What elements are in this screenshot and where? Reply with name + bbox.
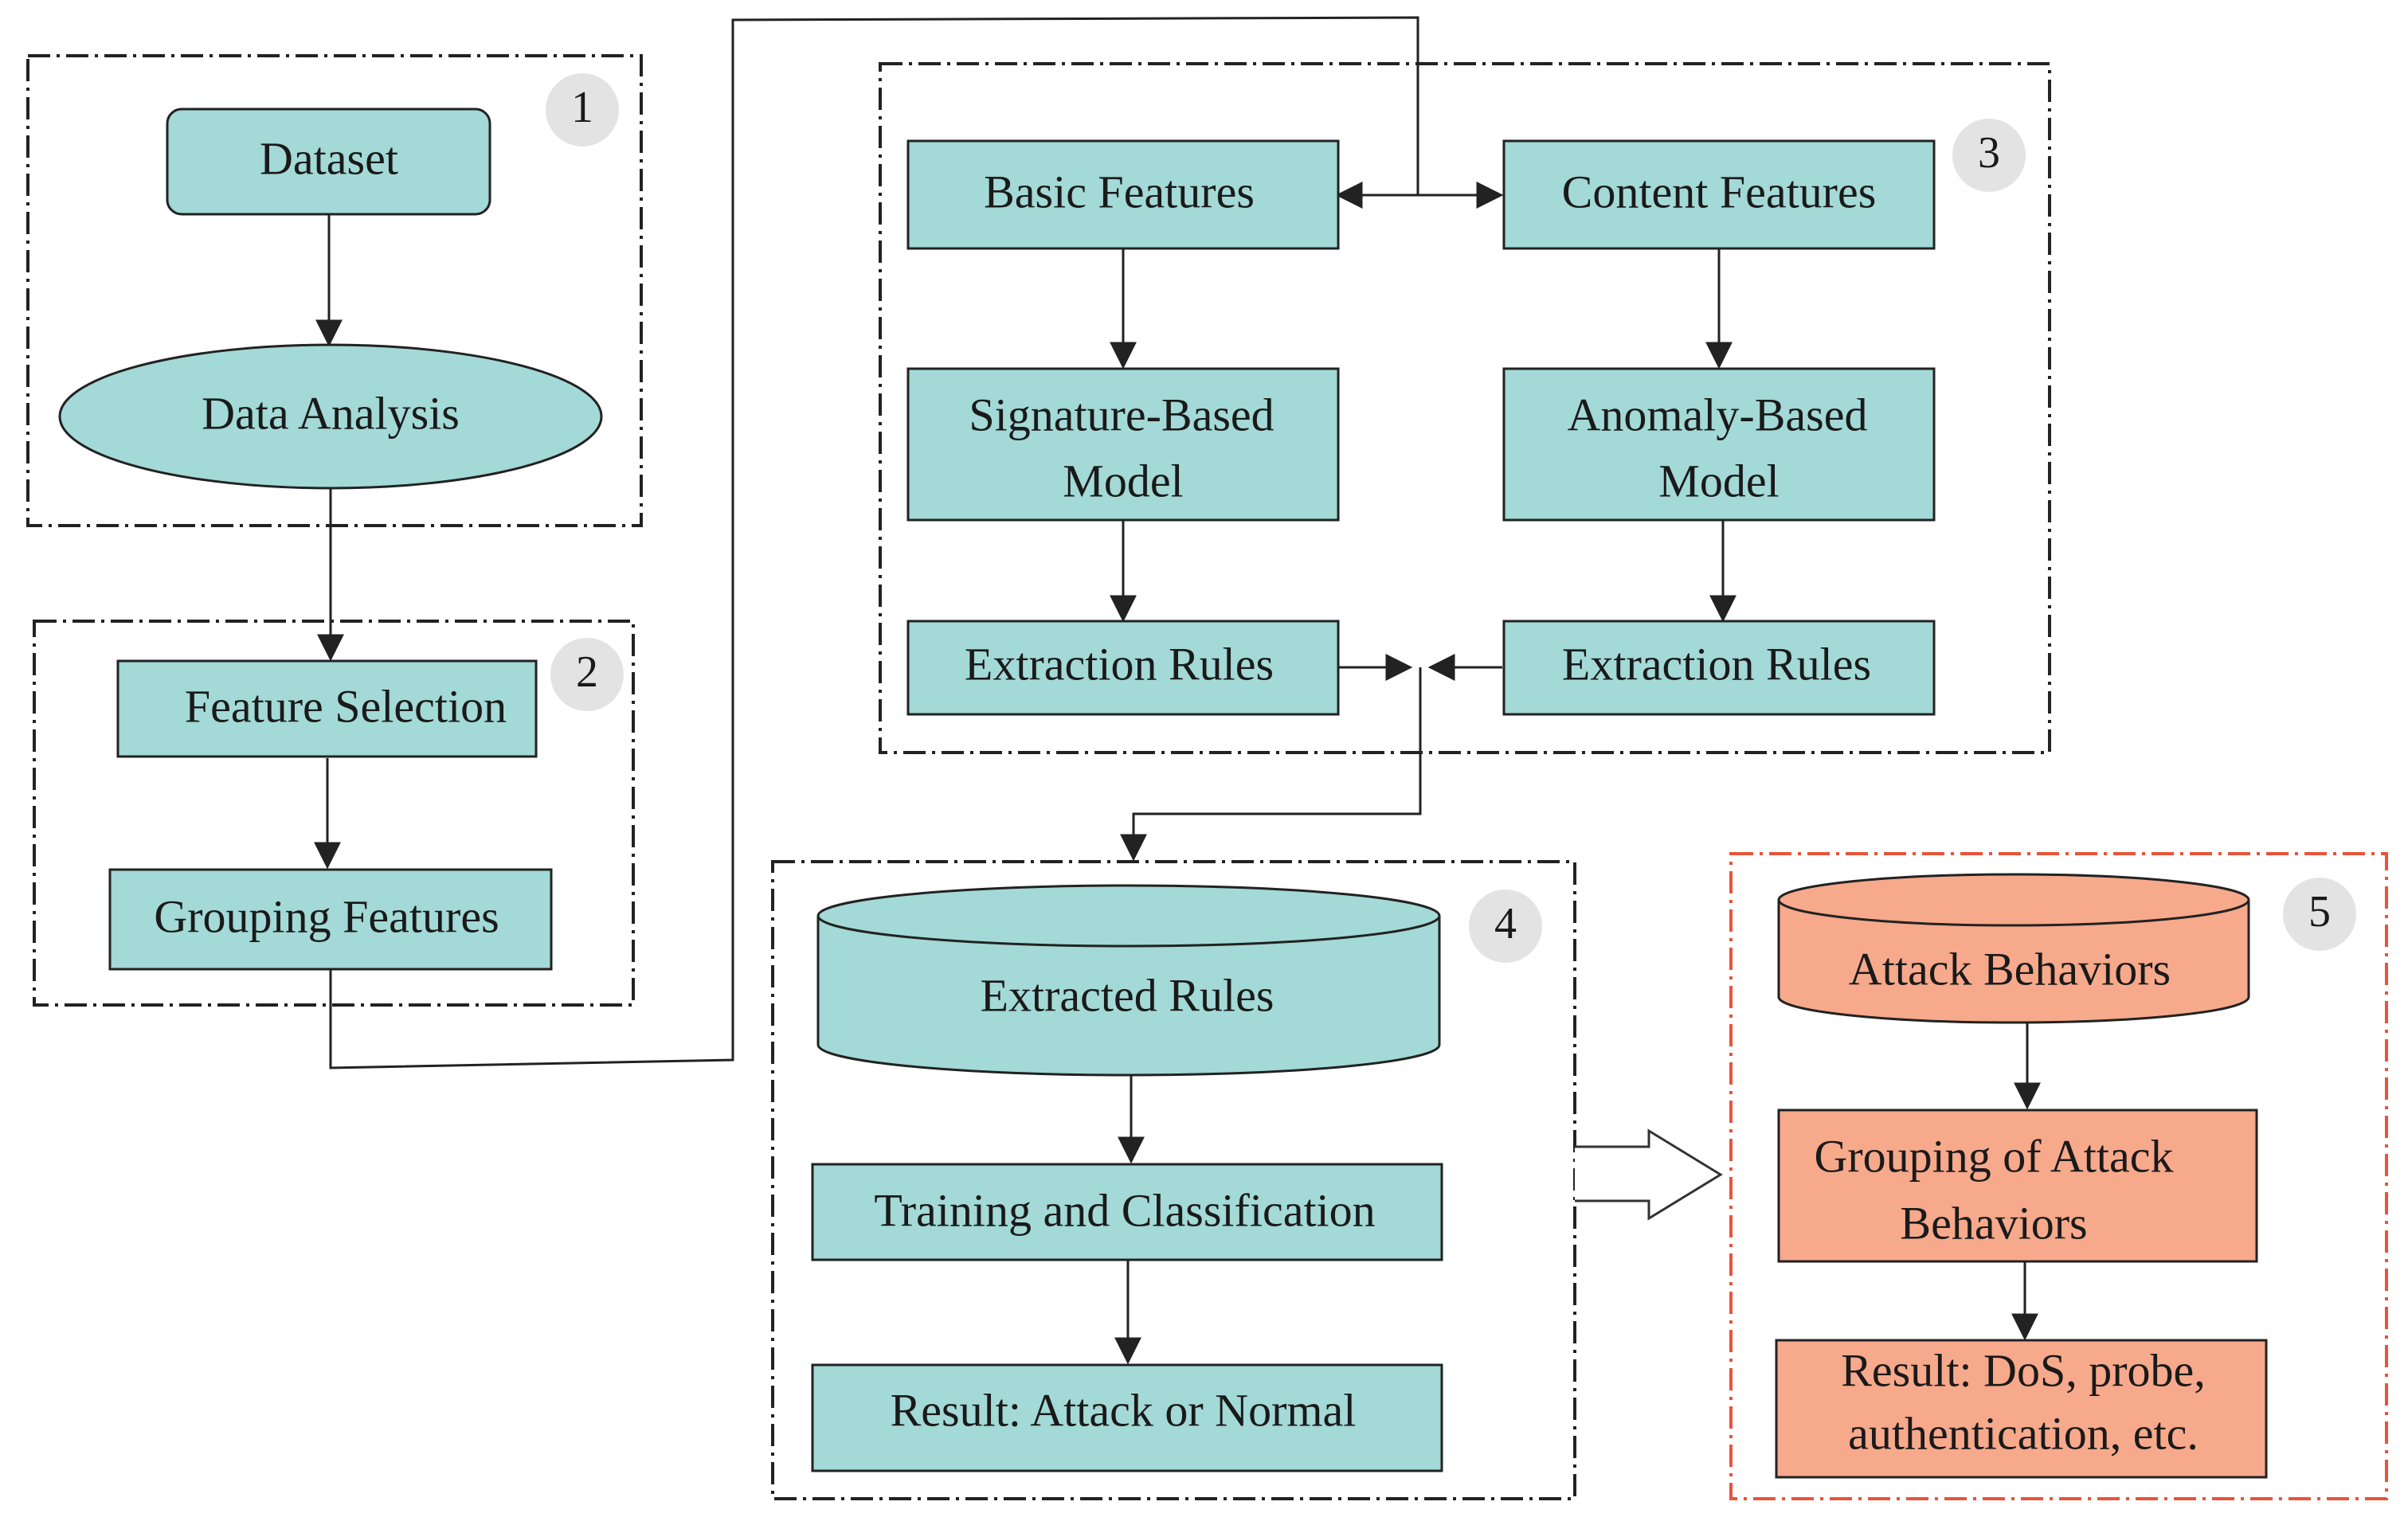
node-content-features-label: Content Features [1562,166,1877,217]
section-5-frame [1729,852,2388,1500]
node-anomaly-model-line2: Model [1658,455,1779,506]
node-signature-model-line2: Model [1063,455,1183,506]
section-1-badge: 1 [546,73,619,147]
section-3-frame [879,62,2051,754]
node-grouping-features: Grouping Features [108,868,553,971]
node-result-types-line1: Result: DoS, probe, [1841,1344,2206,1396]
node-result-dos-probe: Result: DoS, probe, authentication, etc. [1775,1339,2268,1479]
connector-merge-to-extracted-rules [1120,667,1422,862]
node-extracted-rules-db: Extracted Rules [816,884,1441,1077]
node-attack-behaviors-label: Attack Behaviors [1849,943,2171,995]
node-grouping-features-label: Grouping Features [154,890,499,942]
node-extraction-rules-left-label: Extraction Rules [965,638,1274,690]
section-2-frame [33,620,635,1007]
hollow-arrow-section-4-to-5 [1575,1128,1723,1221]
node-grouping-attack-line1: Grouping of Attack [1814,1130,2173,1182]
section-1-frame [26,54,643,527]
node-result-attack-normal-label: Result: Attack or Normal [891,1384,1357,1436]
section-2-number: 2 [576,647,598,697]
node-extraction-rules-right: Extraction Rules [1502,620,1936,716]
node-content-features: Content Features [1502,139,1936,250]
section-3-badge: 3 [1952,119,2026,192]
node-attack-behaviors-db: Attack Behaviors [1777,873,2250,1024]
node-extracted-rules-label: Extracted Rules [981,969,1274,1021]
node-signature-model-line1: Signature-Based [969,389,1274,440]
node-data-analysis-label: Data Analysis [202,387,460,439]
section-4-number: 4 [1494,899,1517,948]
node-signature-based-model: Signature-Based Model [906,367,1340,522]
node-training-classification-label: Training and Classification [874,1184,1375,1236]
node-grouping-attack-behaviors: Grouping of Attack Behaviors [1777,1109,2258,1263]
node-data-analysis: Data Analysis [58,343,603,490]
node-grouping-attack-line2: Behaviors [1900,1197,2087,1249]
node-basic-features: Basic Features [906,139,1340,250]
node-dataset-label: Dataset [260,132,398,184]
node-extraction-rules-right-label: Extraction Rules [1562,638,1871,690]
node-feature-selection: Feature Selection [116,659,538,758]
node-anomaly-model-line1: Anomaly-Based [1568,389,1868,440]
node-basic-features-label: Basic Features [984,166,1255,217]
connector-grouping-to-section-3 [329,16,1419,1069]
section-4-badge: 4 [1469,890,1542,963]
node-result-types-line2: authentication, etc. [1848,1407,2199,1459]
node-extraction-rules-left: Extraction Rules [906,620,1340,716]
node-result-attack-normal: Result: Attack or Normal [811,1363,1443,1472]
section-2-badge: 2 [550,638,624,711]
section-1-number: 1 [571,83,593,132]
section-3-number: 3 [1978,128,2000,178]
section-5-number: 5 [2308,887,2331,937]
node-dataset: Dataset [166,108,491,216]
node-anomaly-based-model: Anomaly-Based Model [1502,367,1936,522]
node-training-classification: Training and Classification [811,1163,1443,1261]
node-feature-selection-label: Feature Selection [185,680,507,732]
section-5-badge: 5 [2283,878,2356,951]
